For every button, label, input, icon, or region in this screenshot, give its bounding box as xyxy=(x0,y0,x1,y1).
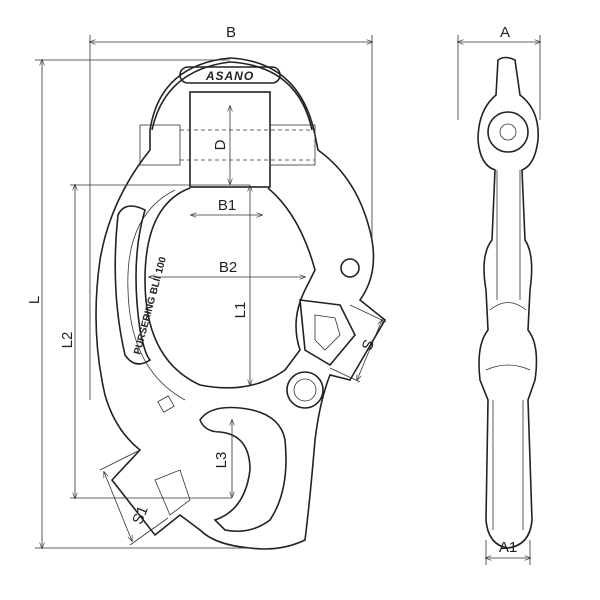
dim-L: L xyxy=(26,296,43,304)
dim-S: S xyxy=(359,337,379,353)
dim-A: A xyxy=(500,24,510,41)
brand-plate xyxy=(179,66,281,84)
swivel-pin-outer xyxy=(286,371,324,409)
pin-right-end xyxy=(269,124,316,166)
dimensions-side: A A1 xyxy=(458,24,540,565)
dim-L1: L1 xyxy=(232,302,249,319)
model-plate xyxy=(114,205,152,365)
dim-L3: L3 xyxy=(213,452,230,469)
dim-B2: B2 xyxy=(219,259,237,276)
side-view xyxy=(477,56,539,549)
pin-left-head xyxy=(139,124,181,166)
hook-body-outline xyxy=(95,57,387,550)
top-cap xyxy=(151,61,313,131)
dim-B: B xyxy=(226,24,236,41)
dim-A1: A1 xyxy=(499,539,517,556)
latch-pin xyxy=(340,258,360,278)
side-view-outline xyxy=(477,56,539,549)
dim-L2: L2 xyxy=(59,332,76,349)
brand-logo: ASANO xyxy=(205,69,254,83)
dim-S1: S1 xyxy=(129,503,152,526)
inner-ring xyxy=(144,187,316,389)
dimensions-front: B L L2 L1 L3 B1 B2 D S S1 xyxy=(26,24,387,548)
lower-hook xyxy=(199,406,287,533)
latch-gate xyxy=(299,299,356,367)
dim-B1: B1 xyxy=(218,197,236,214)
dim-D: D xyxy=(212,139,229,150)
